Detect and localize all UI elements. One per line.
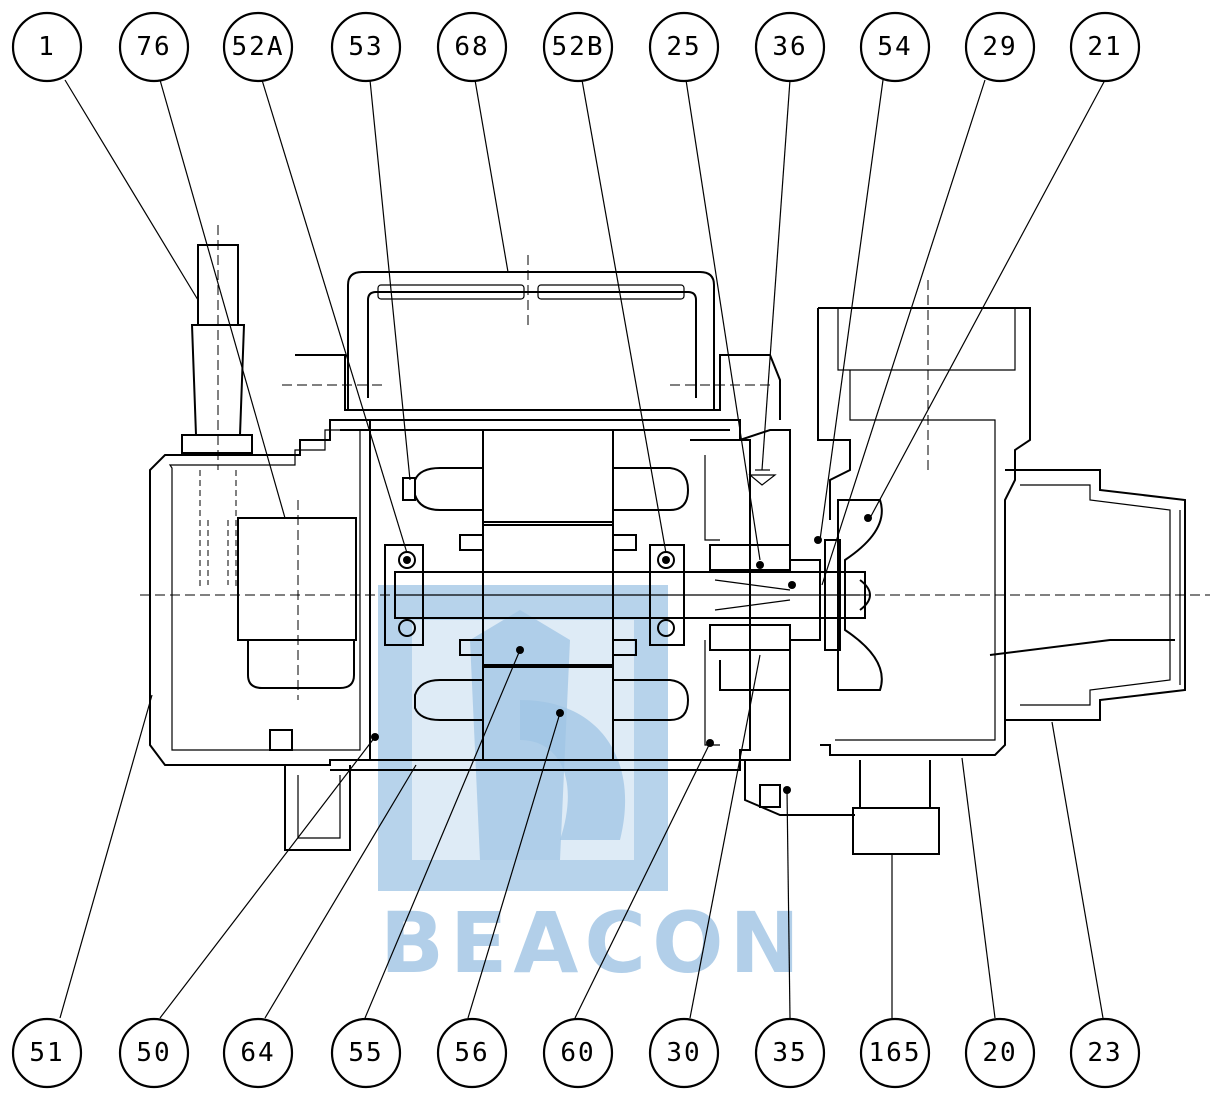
callout-56: 56 [436,1017,508,1089]
callouts-bottom: 51 50 64 55 56 60 30 35 165 20 23 [11,1017,1141,1089]
callout-label: 55 [348,1038,383,1068]
callout-23: 23 [1069,1017,1141,1089]
callout-52a: 52A [222,11,294,83]
callout-circle [1069,11,1141,83]
callout-36: 36 [754,11,826,83]
callout-label: 54 [877,32,912,62]
cable-gland [181,225,253,590]
bottom-foot [852,807,940,855]
callout-20: 20 [964,1017,1036,1089]
callout-21: 21 [1069,11,1141,83]
callout-circle [754,1017,826,1089]
callout-circle [11,1017,83,1089]
pump-casing [817,280,1031,756]
bracket [690,429,821,761]
leader-lines-bottom [59,649,1104,1019]
callout-label: 50 [136,1038,171,1068]
callout-circle [222,11,294,83]
callout-53: 53 [330,11,402,83]
callout-circle [1069,1017,1141,1089]
impeller [824,499,883,691]
end-cover [149,419,371,766]
callout-circle [754,11,826,83]
callout-label: 64 [240,1038,275,1068]
callout-circle [222,1017,294,1089]
callout-label: 20 [982,1038,1017,1068]
callout-circle [436,11,508,83]
callout-circle [859,1017,931,1089]
callout-68: 68 [436,11,508,83]
callout-76: 76 [118,11,190,83]
callout-1: 1 [11,11,83,83]
callout-label: 1 [38,32,56,62]
callout-label: 23 [1087,1038,1122,1068]
callout-circle [330,11,402,83]
callout-64: 64 [222,1017,294,1089]
callout-circle [11,11,83,83]
callout-label: 52A [232,32,285,62]
callout-54: 54 [859,11,931,83]
callout-circle [330,1017,402,1089]
callout-circle [964,11,1036,83]
callout-51: 51 [11,1017,83,1089]
callout-label: 30 [666,1038,701,1068]
callout-50: 50 [118,1017,190,1089]
callout-label: 35 [772,1038,807,1068]
callout-label: 21 [1087,32,1122,62]
callout-label: 165 [869,1038,922,1068]
callout-label: 68 [454,32,489,62]
watermark-text: BEACON [380,894,806,992]
callout-circle [542,1017,614,1089]
callout-circle [859,11,931,83]
suction-cover [989,469,1186,721]
callout-label: 60 [560,1038,595,1068]
watermark-logo: BEACON [378,585,806,992]
callout-165: 165 [859,1017,931,1089]
callout-label: 29 [982,32,1017,62]
callout-52b: 52B [542,11,614,83]
callout-circle [542,11,614,83]
callout-35: 35 [754,1017,826,1089]
leader-lines-top [64,79,1106,586]
callout-label: 76 [136,32,171,62]
callout-circle [436,1017,508,1089]
callout-29: 29 [964,11,1036,83]
callout-60: 60 [542,1017,614,1089]
callout-label: 25 [666,32,701,62]
callout-25: 25 [648,11,720,83]
callout-circle [118,11,190,83]
callout-label: 51 [29,1038,64,1068]
mounting-foot-left [284,765,351,851]
lifting-handle [282,255,770,410]
callout-label: 36 [772,32,807,62]
stator [402,429,690,761]
callout-circle [118,1017,190,1089]
callout-label: 52B [552,32,605,62]
callout-circle [648,11,720,83]
callout-30: 30 [648,1017,720,1089]
callouts-top: 1 76 52A 53 68 52B 25 36 54 29 21 [11,11,1141,83]
callout-55: 55 [330,1017,402,1089]
callout-label: 53 [348,32,383,62]
callout-circle [964,1017,1036,1089]
callout-circle [648,1017,720,1089]
callout-label: 56 [454,1038,489,1068]
